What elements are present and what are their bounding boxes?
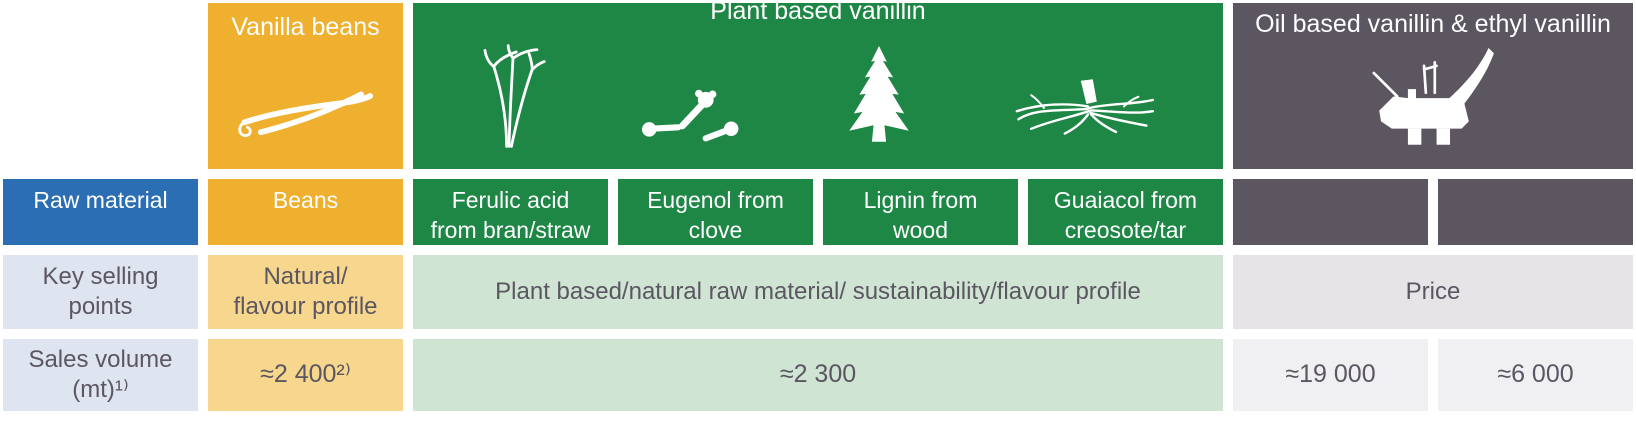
straw-icon (472, 26, 546, 166)
vanilla-bean-icon (208, 42, 403, 169)
header-plant-based: Plant based vanillin (413, 0, 1223, 169)
cell-raw-eugenol: Eugenol from clove (618, 179, 813, 245)
cell-raw-ferulic-acid: Ferulic acid from bran/straw (413, 179, 608, 245)
cell-sales-oil-1: ≈19 000 (1233, 339, 1428, 411)
plant-icons-row (413, 26, 1223, 186)
header-oil-based: Oil based vanillin & ethyl vanillin (1233, 3, 1633, 169)
cell-raw-oil-2 (1438, 179, 1633, 245)
cell-raw-guaiacol: Guaiacol from creosote/tar (1028, 179, 1223, 245)
cell-raw-lignin: Lignin from wood (823, 179, 1018, 245)
header-oil-based-title: Oil based vanillin & ethyl vanillin (1255, 9, 1611, 38)
row-label-sales-volume: Sales volume (mt)¹⁾ (3, 339, 198, 411)
cell-sales-plant: ≈2 300 (413, 339, 1223, 411)
cell-ksp-vanilla: Natural/ flavour profile (208, 255, 403, 329)
header-vanilla-beans-title: Vanilla beans (231, 13, 380, 41)
oil-rig-icon (1233, 39, 1633, 173)
header-vanilla-beans: Vanilla beans (208, 3, 403, 169)
clove-icon (635, 68, 753, 166)
cell-raw-oil-1 (1233, 179, 1428, 245)
roots-icon (1004, 58, 1164, 166)
tree-icon (843, 28, 915, 166)
cell-ksp-plant: Plant based/natural raw material/ sustai… (413, 255, 1223, 329)
cell-raw-beans: Beans (208, 179, 403, 245)
header-plant-based-title: Plant based vanillin (710, 0, 926, 25)
cell-ksp-oil: Price (1233, 255, 1633, 329)
row-label-raw-material: Raw material (3, 179, 198, 245)
row-label-key-selling-points: Key selling points (3, 255, 198, 329)
cell-sales-oil-2: ≈6 000 (1438, 339, 1633, 411)
comparison-grid: Vanilla beans Plant based vanillin (3, 0, 1633, 411)
cell-sales-vanilla: ≈2 400²⁾ (208, 339, 403, 411)
